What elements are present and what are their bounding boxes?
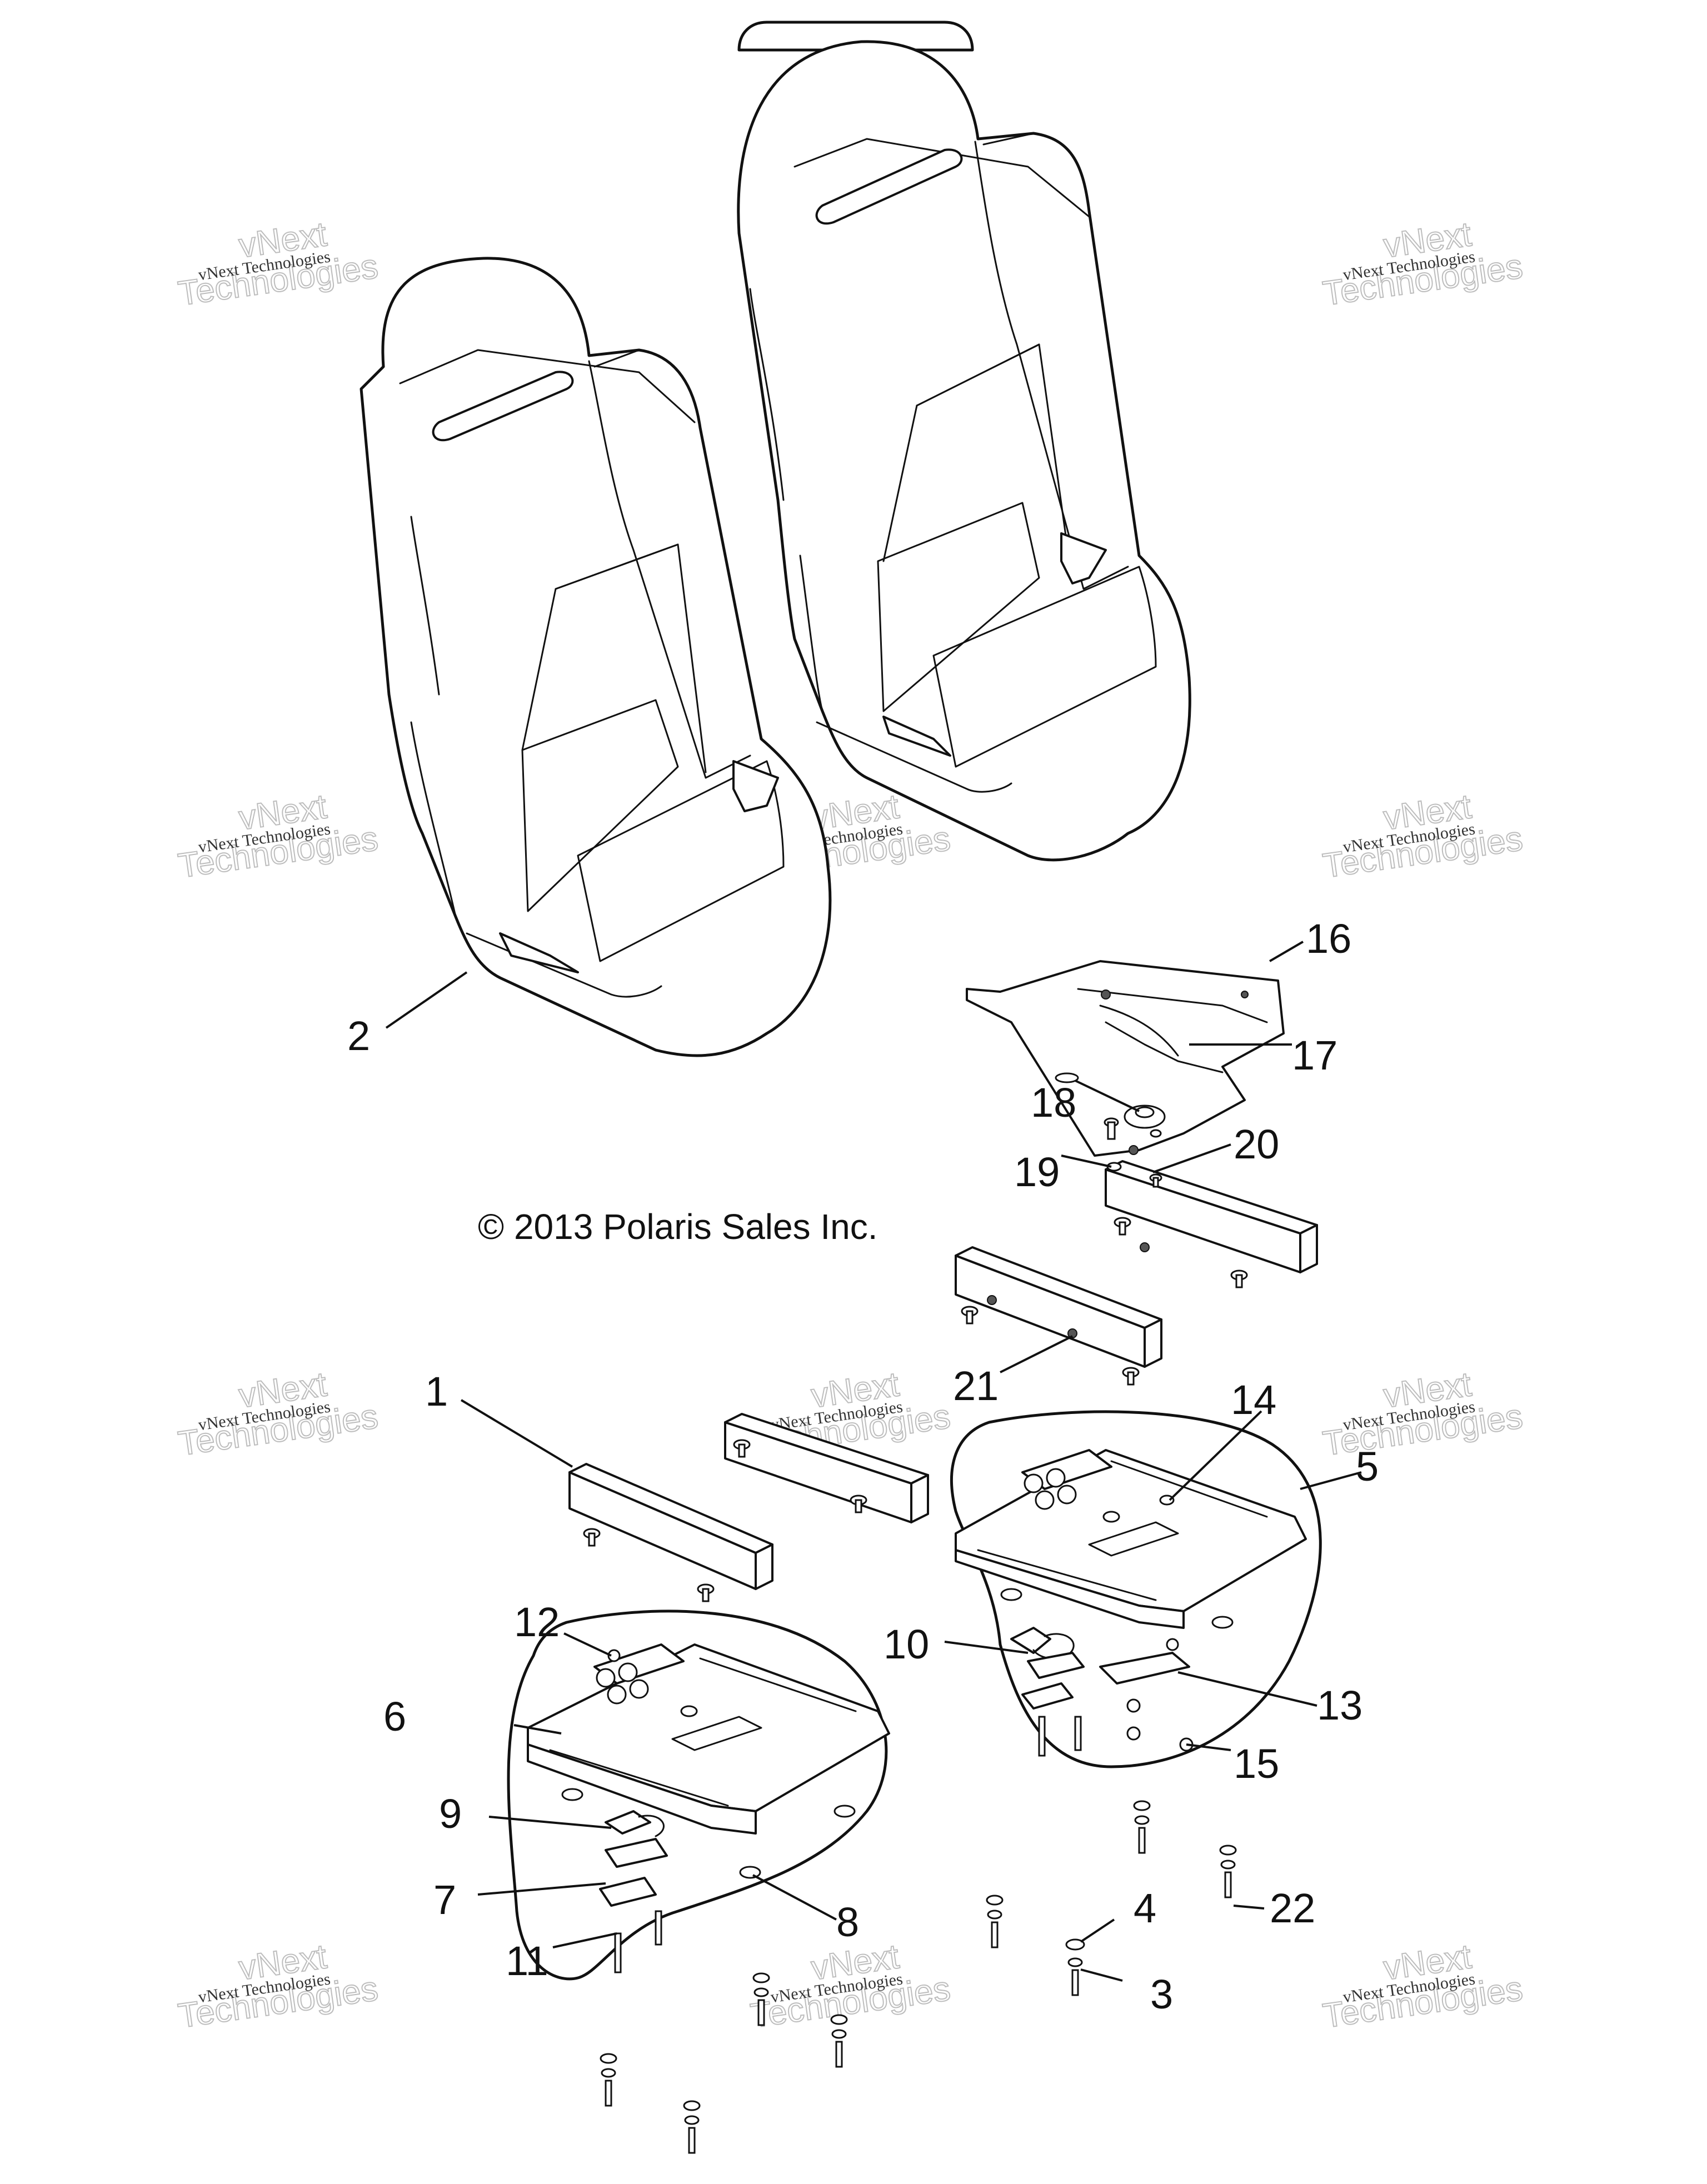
- callout-7: 7: [433, 1877, 456, 1923]
- callout-17: 17: [1292, 1032, 1337, 1078]
- hardware-stacks: [600, 1162, 1237, 2154]
- callout-20: 20: [1234, 1121, 1279, 1167]
- slider-assembly-left[interactable]: [507, 1610, 890, 1981]
- callout-4: 4: [1134, 1885, 1156, 1931]
- latch-left[interactable]: [599, 1649, 668, 1973]
- callout-9: 9: [439, 1791, 462, 1837]
- callout-19: 19: [1014, 1149, 1060, 1195]
- seat-mount-plate[interactable]: [966, 960, 1285, 1157]
- callout-22: 22: [1270, 1885, 1315, 1931]
- rail-bar[interactable]: [1105, 1160, 1318, 1273]
- latch-right[interactable]: [1010, 1627, 1194, 1757]
- watermark: vNext Technologies vNext Technologies: [1320, 787, 1526, 886]
- rail-bar[interactable]: [955, 1246, 1162, 1368]
- callout-18: 18: [1031, 1079, 1076, 1126]
- callout-1: 1: [425, 1368, 448, 1415]
- watermark: vNext Technologies vNext Technologies: [176, 214, 381, 313]
- watermark: vNext Technologies vNext Technologies: [1320, 1937, 1526, 2036]
- callout-11: 11: [506, 1938, 548, 1984]
- callout-5: 5: [1356, 1443, 1379, 1490]
- watermark: vNext Technologies vNext Technologies: [176, 1937, 381, 2036]
- watermark: vNext Technologies vNext Technologies: [176, 787, 381, 886]
- callout-13: 13: [1317, 1682, 1362, 1728]
- slider-assembly-right[interactable]: [950, 1410, 1322, 1768]
- watermark: vNext Technologies vNext Technologies: [748, 1937, 954, 2036]
- seat-right[interactable]: [737, 21, 1191, 862]
- leader-lines: [385, 941, 1362, 1982]
- callout-12: 12: [514, 1599, 560, 1645]
- watermark: vNext Technologies vNext Technologies: [176, 1365, 381, 1463]
- rail-bolts: [583, 1117, 1248, 1602]
- callout-2: 2: [347, 1013, 370, 1059]
- callout-21: 21: [953, 1363, 999, 1409]
- callout-16: 16: [1306, 916, 1351, 962]
- callout-labels: 2 16 17 18 19 20 © 2013 Polaris Sales In…: [347, 916, 1379, 2017]
- watermark: vNext Technologies vNext Technologies: [1320, 214, 1526, 313]
- watermark: vNext Technologies vNext Technologies: [1320, 1365, 1526, 1463]
- callout-8: 8: [836, 1899, 859, 1945]
- callout-10: 10: [884, 1621, 929, 1667]
- rail-bar[interactable]: [568, 1463, 773, 1590]
- callout-6: 6: [383, 1693, 406, 1740]
- callout-14: 14: [1231, 1377, 1276, 1423]
- callout-15: 15: [1234, 1741, 1279, 1787]
- seat-left[interactable]: [360, 257, 832, 1057]
- copyright-text: © 2013 Polaris Sales Inc.: [478, 1207, 878, 1247]
- callout-3: 3: [1150, 1971, 1173, 2017]
